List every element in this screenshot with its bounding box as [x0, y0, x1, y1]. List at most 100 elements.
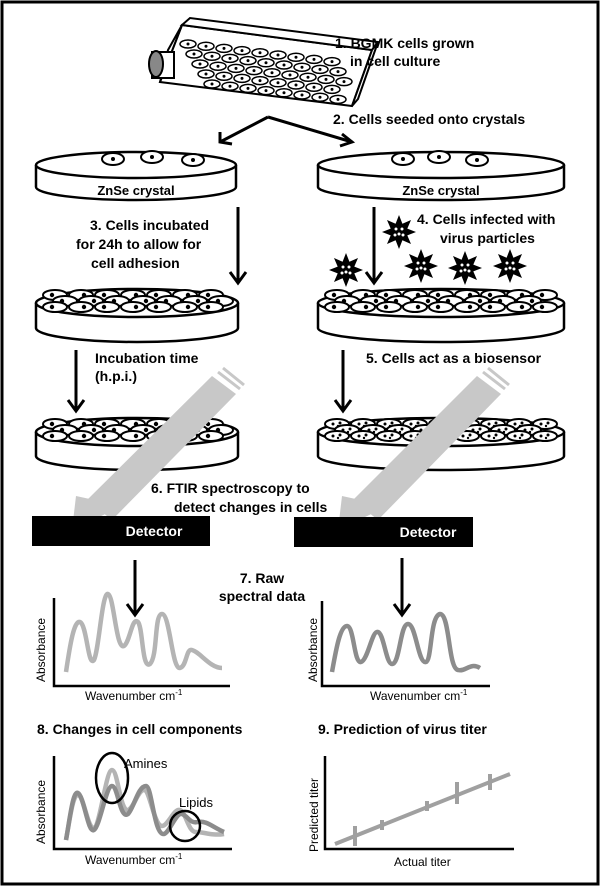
cell — [287, 52, 305, 62]
cell — [146, 301, 172, 313]
amines-highlight-circle — [94, 751, 130, 805]
cell — [239, 83, 257, 94]
arrow-step4 — [364, 207, 384, 286]
absorbance-label-bottom: Absorbance — [34, 780, 48, 844]
detector-right: Detector — [294, 517, 473, 547]
cell — [215, 71, 233, 81]
cell — [305, 54, 323, 65]
cell — [94, 430, 120, 442]
seeding-arrows — [218, 115, 356, 148]
cell — [293, 62, 311, 72]
cell — [227, 63, 245, 74]
cell — [376, 430, 402, 442]
cell — [311, 64, 329, 75]
step5-label: 5. Cells act as a biosensor — [366, 350, 542, 366]
cell — [293, 90, 311, 100]
cell — [251, 48, 269, 58]
cell — [350, 301, 376, 313]
cell — [480, 430, 506, 442]
cell — [480, 301, 506, 313]
cell — [305, 82, 323, 92]
cell — [323, 84, 341, 95]
adhered-cells-left — [42, 289, 234, 313]
cell — [257, 58, 275, 68]
step6-label-line2: detect changes in cells — [174, 499, 327, 515]
cell — [68, 430, 94, 442]
cell — [239, 55, 257, 66]
virus-icon — [382, 215, 416, 249]
step4-label-line1: 4. Cells infected with — [417, 211, 555, 227]
detector-left: Detector — [32, 516, 210, 546]
raw-spectrum-left: Absorbance Wavenumber cm-1 — [34, 591, 230, 703]
wavenumber-label-right: Wavenumber cm-1 — [370, 688, 468, 703]
step6-label-line1: 6. FTIR spectroscopy to — [151, 480, 310, 496]
cell — [402, 301, 428, 313]
cell — [329, 94, 347, 105]
infected-cells-right — [324, 289, 558, 313]
step2-label: 2. Cells seeded onto crystals — [333, 111, 525, 127]
seeded-cells-left — [101, 150, 205, 167]
cell — [269, 50, 287, 60]
arrow-detector-left — [125, 560, 145, 618]
lipids-highlight-circle — [168, 809, 202, 843]
cell — [269, 78, 287, 88]
cell — [281, 70, 299, 80]
component-changes-plot: Amines Lipids Absorbance Wavenumber cm-1 — [34, 751, 232, 867]
cell — [257, 85, 275, 96]
cell — [317, 74, 335, 85]
cell — [209, 61, 227, 71]
wavenumber-label-left: Wavenumber cm-1 — [85, 688, 183, 703]
wavenumber-label-bottom: Wavenumber cm-1 — [85, 852, 183, 867]
virus-icon — [329, 253, 363, 287]
virus-icon — [404, 249, 438, 283]
crystal-right-top — [316, 150, 566, 202]
lipids-label: Lipids — [179, 795, 213, 810]
amines-label: Amines — [124, 756, 168, 771]
crystal-left-top — [34, 150, 238, 202]
cell — [172, 301, 198, 313]
step1-label-line1: 1. BGMK cells grown — [335, 35, 474, 51]
predicted-titer-label: Predicted titer — [307, 778, 321, 852]
cell — [251, 75, 269, 86]
cell — [532, 301, 558, 313]
cell — [506, 301, 532, 313]
cell — [263, 68, 281, 78]
virus-icon — [448, 251, 482, 285]
cell — [275, 60, 293, 70]
cell — [428, 301, 454, 313]
cell — [120, 301, 146, 313]
absorbance-label-left: Absorbance — [34, 618, 48, 682]
cell — [454, 301, 480, 313]
step1-label-line2: in cell culture — [350, 53, 440, 69]
crystal-left-mid — [34, 287, 240, 344]
arrow-incubation-left — [66, 350, 86, 414]
cell — [311, 92, 329, 102]
cell — [335, 76, 353, 87]
cell — [197, 69, 215, 79]
actual-titer-label: Actual titer — [394, 855, 451, 869]
cell — [197, 41, 215, 51]
culture-flask — [148, 16, 380, 108]
step3-label-line2: for 24h to allow for — [76, 236, 202, 252]
cell — [245, 65, 263, 76]
cell — [233, 73, 251, 84]
cell — [42, 301, 68, 313]
cell — [215, 43, 233, 54]
step8-label: 8. Changes in cell components — [37, 721, 243, 737]
cell — [275, 88, 293, 98]
crystal-right-mid — [316, 287, 566, 344]
arrow-biosensor-right — [333, 350, 353, 414]
crystal-label-right: ZnSe crystal — [402, 183, 479, 198]
cell — [233, 45, 251, 56]
cell — [350, 430, 376, 442]
incubation-label-line2: (h.p.i.) — [95, 368, 137, 384]
step3-label-line3: cell adhesion — [91, 255, 180, 271]
step9-label: 9. Prediction of virus titer — [318, 721, 487, 737]
cell — [203, 79, 221, 89]
cell — [94, 301, 120, 313]
crystal-label-left: ZnSe crystal — [97, 183, 174, 198]
cell — [42, 430, 68, 442]
